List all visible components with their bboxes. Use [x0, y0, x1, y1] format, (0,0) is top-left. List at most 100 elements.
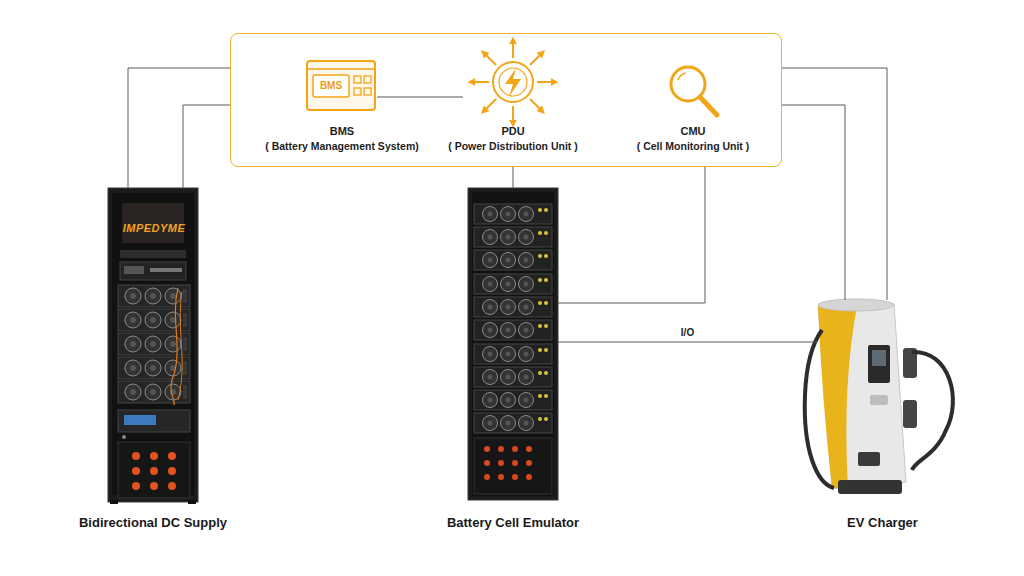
cell-emulator-rack [474, 227, 552, 247]
pdu-icon [537, 81, 553, 83]
dc-supply-rack [120, 262, 186, 280]
bms-icon [313, 75, 349, 97]
dc-supply-rack [188, 500, 196, 504]
dc-supply-rack [108, 188, 198, 502]
ev-charger-illustration [838, 480, 902, 494]
cmu-icon [700, 97, 717, 115]
ev-charger-illustration [912, 352, 953, 470]
node-title: Battery Cell Emulator [447, 515, 579, 531]
cell-emulator-rack [526, 474, 532, 480]
component-icon: CMU( Cell Monitoring Unit ) [663, 60, 723, 118]
cell-emulator-rack [526, 446, 532, 452]
dc-supply-rack [118, 357, 190, 379]
pdu-icon [499, 68, 527, 96]
pdu-icon [530, 99, 541, 110]
component-icon: PDU( Power Distribution Unit ) [463, 42, 563, 122]
pdu-icon [505, 68, 521, 97]
connector-line [782, 68, 887, 300]
pdu-icon [485, 54, 496, 65]
ev-charger-illustration [872, 350, 886, 366]
connector-line [377, 97, 463, 98]
dc-supply-rack [168, 452, 176, 460]
bms-icon [307, 61, 375, 110]
cell-emulator-rack [526, 460, 532, 466]
cell-emulator-rack [468, 188, 558, 500]
brand-logo: IMPEDYME [118, 221, 190, 235]
edge-label: I/O [681, 327, 694, 339]
connectors [128, 68, 887, 342]
cell-emulator-rack [484, 474, 490, 480]
cell-emulator-rack [474, 438, 552, 494]
node-title: BMS [265, 124, 418, 138]
ev-charger-illustration [868, 345, 890, 383]
cell-emulator-rack [474, 274, 552, 294]
bms-icon [307, 68, 375, 70]
connector-line [513, 167, 514, 188]
bms-icon [364, 88, 371, 95]
bms-icon [307, 61, 375, 110]
ev-charger-illustration [805, 299, 953, 494]
cell-emulator-rack [484, 460, 490, 466]
connector-line [128, 68, 230, 188]
cell-emulator-rack [474, 390, 552, 410]
dc-supply-rack [120, 250, 186, 258]
pdu-icon [473, 81, 489, 83]
text-group: Battery Cell Emulator [447, 515, 579, 531]
dc-supply-rack [132, 482, 140, 490]
system-band: BMS( Battery Management System) PDU( Powe… [230, 33, 782, 167]
dc-supply-rack [110, 500, 118, 504]
ev-charger-illustration [818, 301, 858, 489]
connector-line [183, 105, 230, 188]
cmu-icon [678, 73, 686, 80]
ev-charger-illustration [858, 452, 880, 466]
node-title: PDU [448, 124, 578, 138]
text-group: BMS( Battery Management System) [265, 124, 418, 154]
dc-supply-rack [132, 452, 140, 460]
dc-supply-rack [150, 467, 158, 475]
equipment-node: Battery Cell Emulator [468, 188, 558, 500]
cell-emulator-rack [474, 367, 552, 387]
equipment-node: EV Charger [805, 300, 960, 500]
text-group: PDU( Power Distribution Unit ) [448, 124, 578, 154]
equipment-node: Bidirectional DC Supply [108, 188, 198, 503]
dc-supply-rack [108, 188, 198, 504]
cell-emulator-rack [498, 446, 504, 452]
cell-emulator-rack [474, 320, 552, 340]
text-group: Bidirectional DC Supply [79, 515, 227, 531]
dc-supply-rack [168, 482, 176, 490]
pdu-icon [512, 42, 514, 58]
node-subtitle: ( Cell Monitoring Unit ) [637, 138, 750, 154]
text-group: EV Charger [847, 515, 918, 531]
ev-charger-illustration [805, 330, 834, 488]
dc-supply-rack [150, 268, 182, 272]
cell-emulator-rack [512, 474, 518, 480]
dc-supply-rack [168, 467, 176, 475]
ev-charger-illustration [818, 299, 894, 311]
pdu-icon [485, 99, 496, 110]
cell-emulator-rack [498, 474, 504, 480]
dc-supply-rack [171, 288, 178, 405]
dc-supply-rack [150, 452, 158, 460]
pdu-icon [493, 62, 533, 102]
connector-line [558, 342, 817, 343]
cell-emulator-rack [512, 460, 518, 466]
connector-line [558, 167, 705, 303]
cell-emulator-rack [474, 204, 552, 224]
dc-supply-rack [132, 467, 140, 475]
ev-charger-illustration [870, 395, 888, 405]
dc-supply-rack [178, 292, 182, 400]
dc-supply-rack [118, 410, 190, 432]
dc-supply-rack [118, 309, 190, 331]
bms-icon [354, 88, 361, 95]
cell-emulator-rack [474, 250, 552, 270]
dc-supply-rack [118, 333, 190, 355]
ev-charger-illustration [818, 300, 906, 489]
dc-supply-rack [118, 442, 190, 498]
dc-supply-rack [124, 415, 156, 425]
cell-emulator-rack [468, 188, 558, 500]
cell-emulator-rack [484, 446, 490, 452]
cell-emulator-rack [474, 297, 552, 317]
dc-supply-rack [150, 482, 158, 490]
